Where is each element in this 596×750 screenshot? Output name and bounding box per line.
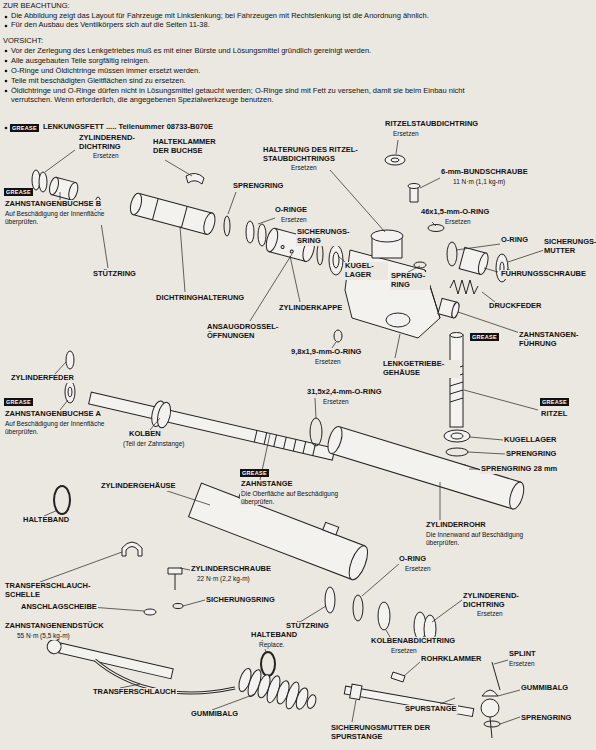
part-label: GUMMIBALG bbox=[520, 684, 569, 693]
part-label: DICHTRINGHALTERUNG bbox=[155, 294, 245, 303]
part-label: ANSCHLAGSCHEIBE bbox=[20, 603, 98, 612]
note-text: VORSICHT: bbox=[2, 37, 44, 46]
grease-icon: GREASE bbox=[470, 333, 499, 341]
part-label: 6-mm-BUNDSCHRAUBE bbox=[440, 168, 529, 177]
part-label: TRANSFERSCHLAUCH bbox=[92, 688, 177, 697]
part-label: LENKGETRIEBE-GEHÄUSE bbox=[382, 360, 460, 378]
spec-note: 55 N·m (5,5 kg-m) bbox=[16, 632, 71, 640]
spec-note: Ersetzen bbox=[508, 660, 536, 668]
note-text: Für den Ausbau des Ventilkörpers sich au… bbox=[10, 21, 211, 30]
bullets bbox=[5, 16, 8, 130]
part-label: 46x1,5-mm-O-RING bbox=[420, 208, 490, 217]
note-text: ZUR BEACHTUNG: bbox=[2, 2, 71, 11]
part-label: ZAHNSTANGENBUCHSE A bbox=[4, 410, 102, 419]
part-label: O-RINGE bbox=[274, 206, 308, 215]
part-label: TRANSFERSCHLAUCH-SCHELLE bbox=[4, 582, 98, 600]
part-label: SPURSTANGE bbox=[404, 705, 458, 714]
spec-note: Ersetzen bbox=[390, 647, 418, 655]
note-text: Alle ausgebauten Teile sorgfältig reinig… bbox=[10, 57, 151, 66]
leader-lines bbox=[40, 140, 550, 724]
spec-note: Replace. bbox=[258, 641, 286, 649]
spec-note: Ersetzen bbox=[322, 398, 350, 406]
grease-icon: GREASE bbox=[10, 124, 39, 132]
part-label: GUMMIBALG bbox=[190, 710, 239, 719]
part-label: SICHERUNGS-SRING bbox=[296, 228, 348, 246]
part-label: KUGELLAGER bbox=[503, 436, 558, 445]
part-label: ZYLINDERSCHRAUBE bbox=[190, 565, 272, 574]
part-label: HALTEKLAMMER DER BUCHSE bbox=[152, 138, 226, 156]
spec-note: Ersetzen bbox=[314, 358, 342, 366]
part-label: ZYLINDEREND-DICHTRING bbox=[462, 592, 534, 610]
part-label: SPRENGRING bbox=[232, 182, 284, 191]
part-label: 31,5x2,4-mm-O-RING bbox=[306, 388, 383, 397]
note-text: Vor der Zerlegung des Lenkgetriebes muß … bbox=[10, 47, 372, 56]
note-text: Teile mit beschädigten Gleitflächen sind… bbox=[10, 77, 187, 86]
part-label: SPLINT bbox=[508, 650, 537, 659]
spec-note: Die Oberfläche auf Beschädigung überprüf… bbox=[240, 490, 354, 505]
part-label: ZAHNSTANGEN-FÜHRUNG bbox=[518, 331, 584, 349]
part-label: SICHERUNGS-MUTTER bbox=[543, 238, 593, 256]
part-label: KOLBEN bbox=[128, 430, 162, 439]
part-label: LENKUNGSFETT ..... Teilenummer 08733-B07… bbox=[42, 123, 214, 132]
spec-note: Ersetzen bbox=[92, 152, 120, 160]
part-label: SPRENGRING bbox=[505, 450, 557, 459]
grease-icon: GREASE bbox=[540, 398, 569, 406]
part-label: SPRENGRING 28 mm bbox=[480, 465, 558, 474]
part-label: ZAHNSTANGE bbox=[240, 480, 294, 489]
spec-note: 11 N·m (1,1 kg-m) bbox=[452, 178, 506, 186]
part-label: ZAHNSTANGENENDSTÜCK bbox=[4, 622, 105, 631]
part-label: KOLBENABDICHTRING bbox=[370, 637, 456, 646]
part-label: O-RING bbox=[398, 555, 427, 564]
spec-note: Ersetzen bbox=[444, 218, 472, 226]
spec-note: 22 N·m (2,2 kg-m) bbox=[196, 575, 251, 583]
part-label: ZYLINDEREND-DICHTRING bbox=[78, 134, 142, 152]
part-label: ROHRKLAMMER bbox=[420, 655, 482, 664]
part-label: SICHERUNGSMUTTER DER SPURSTANGE bbox=[330, 724, 432, 742]
parts bbox=[32, 155, 527, 738]
part-label: FÜHRUNGSSCHRAUBE bbox=[500, 270, 587, 279]
spec-note: Ersetzen bbox=[280, 216, 308, 224]
grease-icon: GREASE bbox=[4, 188, 33, 196]
note-text: Die Abbildung zeigt das Layout für Fahrz… bbox=[10, 12, 430, 21]
spec-note: Auf Beschädigung der Innenfläche überprü… bbox=[4, 210, 116, 225]
part-label: HALTEBAND bbox=[250, 631, 298, 640]
spec-note: Ersetzen bbox=[404, 565, 432, 573]
part-label: KUGEL-LAGER bbox=[344, 262, 388, 280]
part-label: ZYLINDERROHR bbox=[425, 521, 487, 530]
part-label: 9,8x1,9-mm-O-RING bbox=[290, 348, 362, 357]
spec-note: Auf Beschädigung der Innenfläche überprü… bbox=[4, 420, 116, 435]
grease-icon: GREASE bbox=[240, 469, 269, 477]
part-label: SICHERUNGSRING bbox=[205, 596, 276, 605]
part-label: STÜTZRING bbox=[92, 270, 137, 279]
note-text: Öldichtringe und O-Ringe dürfen nicht in… bbox=[10, 87, 482, 105]
part-label: O-RING bbox=[500, 236, 529, 245]
part-label: ZYLINDERGEHÄUSE bbox=[100, 482, 177, 491]
spec-note: (Teil der Zahnstange) bbox=[122, 440, 185, 448]
part-label: HALTERUNG DES RITZEL-STAUBDICHTRINGS bbox=[262, 146, 374, 164]
part-label: ZYLINDERKAPPE bbox=[278, 304, 343, 313]
part-label: ZYLINDERFEDER bbox=[10, 374, 75, 383]
part-label: ZAHNSTANGENBUCHSE B bbox=[4, 200, 102, 209]
spec-note: Ersetzen bbox=[290, 164, 318, 172]
part-label: DRUCKFEDER bbox=[488, 302, 543, 311]
part-label: SPRENG-RING bbox=[390, 272, 430, 290]
part-label: SPRENGRING bbox=[520, 714, 572, 723]
spec-note: Die Innenwand auf Beschädigung überprüfe… bbox=[425, 531, 537, 546]
part-label: RITZELSTAUBDICHTRING bbox=[384, 120, 479, 129]
grease-icon: GREASE bbox=[4, 398, 33, 406]
part-label: RITZEL bbox=[540, 410, 568, 419]
spec-note: Ersetzen bbox=[392, 130, 420, 138]
part-label: HALTEBAND bbox=[22, 516, 70, 525]
spec-note: Ersetzen bbox=[476, 610, 504, 618]
part-label: ANSAUGDROSSEL-ÖFFNUNGEN bbox=[206, 323, 300, 341]
note-text: O-Ringe und Öldichtringe müssen immer er… bbox=[10, 67, 201, 76]
part-label: STÜTZRING bbox=[285, 622, 330, 631]
